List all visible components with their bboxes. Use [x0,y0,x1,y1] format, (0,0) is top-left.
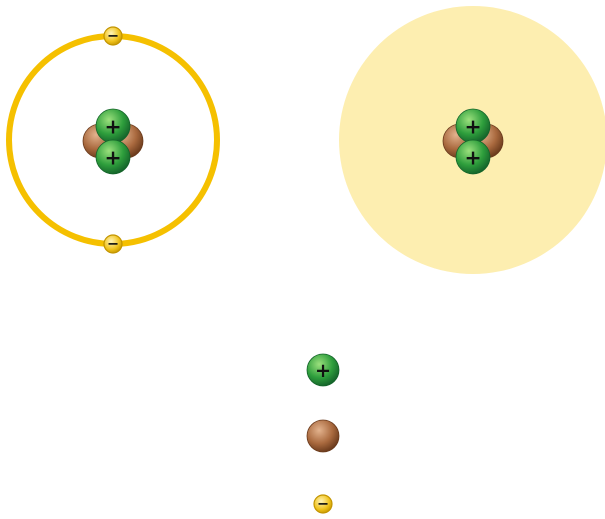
particle-legend: +− [306,353,340,514]
proton-charge-sign: + [104,146,121,170]
electron: − [103,234,123,254]
nucleus: ++ [442,108,504,175]
legend-proton: + [306,353,340,387]
neutron-sphere [306,419,340,453]
electrons: −− [103,26,123,254]
proton: + [455,108,491,144]
proton: + [95,139,131,175]
proton-charge-sign: + [464,146,481,170]
proton-charge-sign: + [464,115,481,139]
proton-sphere [455,139,491,175]
electron-sphere [313,494,333,514]
atom-cloud-model: ++ [339,6,605,274]
electron-sphere [103,26,123,46]
nucleus: ++ [82,108,144,175]
proton-sphere [306,353,340,387]
proton: + [455,139,491,175]
legend-neutron [306,419,340,453]
legend-electron: − [313,494,333,514]
proton: + [95,108,131,144]
atom-orbit-model: ++ −− [6,26,220,254]
electron-charge-sign: − [107,237,119,253]
proton-charge-sign: + [315,359,331,382]
proton-sphere [95,139,131,175]
proton-charge-sign: + [104,115,121,139]
electron-charge-sign: − [107,29,119,45]
electron-sphere [103,234,123,254]
electron-charge-sign: − [317,497,329,513]
electron: − [103,26,123,46]
